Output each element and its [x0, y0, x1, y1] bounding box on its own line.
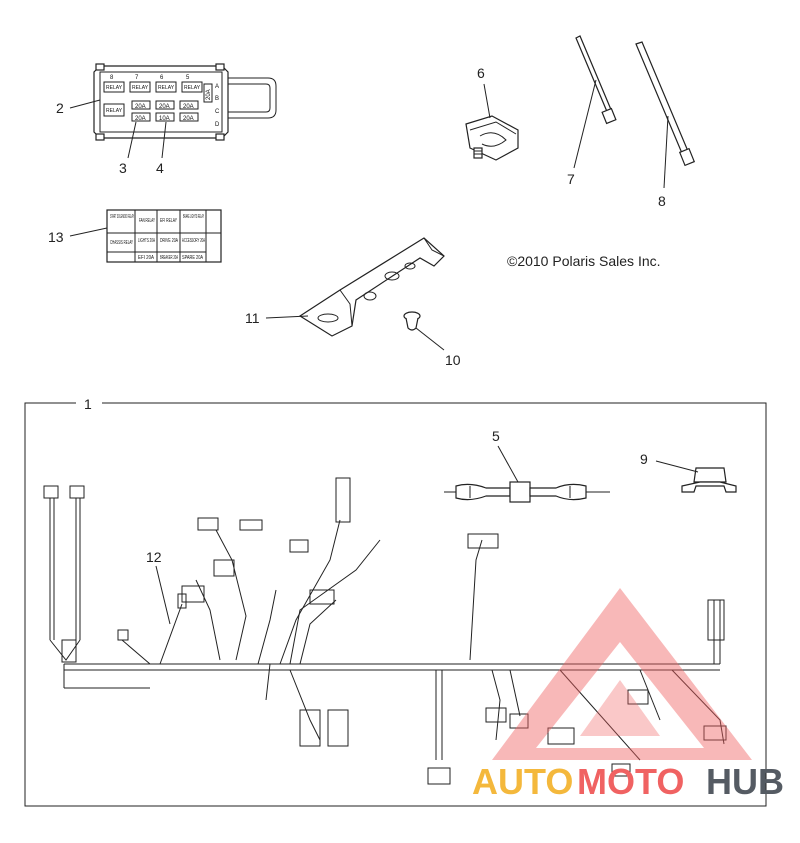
wiring-harness — [43, 477, 727, 785]
callout-12: 12 — [146, 549, 171, 625]
cable-tie-long — [635, 41, 696, 167]
decal-cell: FAN RELAY — [139, 218, 155, 224]
callout-number: 5 — [492, 428, 500, 444]
callout-4: 4 — [156, 121, 167, 176]
harness-assembly-frame — [24, 402, 767, 807]
callout-number: 3 — [119, 160, 127, 176]
callout-10: 10 — [415, 327, 461, 368]
row-letter: D — [215, 122, 220, 128]
callout-5: 5 — [492, 428, 519, 483]
decal-cell: LIGHTS 20A — [138, 238, 155, 244]
callout-number: 12 — [146, 549, 162, 565]
relay-label: RELAY — [184, 85, 201, 91]
bracket — [298, 237, 445, 337]
relay-slots: RELAY RELAY RELAY RELAY RELAY — [103, 81, 203, 117]
decal-cell: BRAKE LIGHTS RELAY — [183, 214, 204, 220]
callout-number: 9 — [640, 451, 648, 467]
fuse-rating: 20A — [206, 89, 212, 100]
fuse-rating: 10A — [159, 116, 170, 122]
row-letter: A — [215, 84, 219, 90]
row-letter: C — [215, 109, 220, 115]
callout-number: 6 — [477, 65, 485, 81]
callout-number: 10 — [445, 352, 461, 368]
fuse-slots: 20A 20A 20A 20A 10A 20A 20A — [131, 83, 213, 122]
fuse-decal: START SOLENOID RELAY FAN RELAY EFI RELAY… — [106, 209, 222, 263]
relay-label: RELAY — [106, 108, 123, 114]
callout-7: 7 — [567, 79, 597, 187]
relay-label: RELAY — [106, 85, 123, 91]
row-letter: B — [215, 96, 219, 102]
column-number: 6 — [160, 75, 164, 81]
fuse-box: 8 7 6 5 A B C D RELAY RELAY RELAY RELAY … — [93, 63, 277, 141]
relay-label: RELAY — [158, 85, 175, 91]
decal-cell: DRIVE 20A — [160, 238, 178, 244]
fuse-rating: 20A — [183, 116, 194, 122]
clip — [465, 115, 519, 161]
decal-cell: START SOLENOID RELAY — [110, 214, 134, 220]
callout-number: 11 — [245, 310, 260, 326]
fuse-box-column-numbers: 8 7 6 5 — [110, 75, 190, 81]
callout-3: 3 — [119, 121, 137, 176]
decal-cell: EFI 20A — [138, 255, 155, 261]
watermark-hub: HUB — [706, 761, 784, 802]
relay-label: RELAY — [132, 85, 149, 91]
decal-cell: SPARE 20A — [182, 255, 204, 261]
fuse-box-tabs — [95, 63, 225, 141]
inline-fuse-holder — [444, 481, 610, 503]
watermark-moto: MOTO — [577, 761, 684, 802]
decal-cell: BREAKER 20A — [160, 255, 178, 261]
callout-1: 1 — [84, 396, 92, 412]
callout-number: 8 — [658, 193, 666, 209]
callout-2: 2 — [56, 99, 101, 116]
column-number: 7 — [135, 75, 139, 81]
callout-number: 7 — [567, 171, 575, 187]
connector — [681, 467, 737, 493]
fuse-rating: 20A — [159, 104, 170, 110]
callout-number: 2 — [56, 100, 64, 116]
callout-6: 6 — [477, 65, 491, 119]
rivet — [403, 311, 421, 331]
callout-8: 8 — [658, 115, 669, 209]
column-number: 5 — [186, 75, 190, 81]
callout-13: 13 — [48, 227, 108, 245]
fuse-rating: 20A — [135, 116, 146, 122]
cable-tie-short — [575, 35, 617, 125]
fuse-rating: 20A — [183, 104, 194, 110]
watermark-logo: AUTO MOTO HUB — [472, 588, 784, 802]
decal-cell: CHASSIS RELAY — [110, 240, 133, 246]
fuse-box-row-letters: A B C D — [215, 84, 220, 128]
decal-cell: EFI RELAY — [160, 218, 177, 224]
callout-number: 4 — [156, 160, 164, 176]
column-number: 8 — [110, 75, 114, 81]
copyright-notice: ©2010 Polaris Sales Inc. — [507, 253, 661, 269]
fuse-rating: 20A — [135, 104, 146, 110]
watermark-auto: AUTO — [472, 761, 573, 802]
callout-number: 13 — [48, 229, 64, 245]
decal-cell: ACCESSORY 20A — [182, 238, 205, 244]
callout-9: 9 — [640, 451, 699, 473]
watermark-triangle-icon — [492, 588, 752, 760]
callout-11: 11 — [245, 310, 309, 326]
